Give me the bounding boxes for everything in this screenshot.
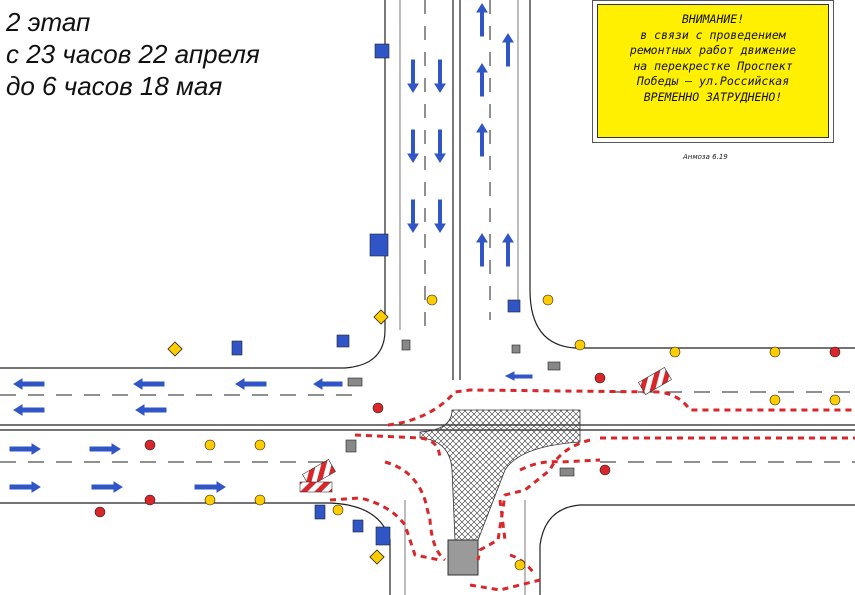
lane-arrow: [506, 39, 510, 67]
road-sign-marker: [574, 339, 586, 351]
road-sign-marker: [254, 439, 266, 451]
notice-line: ремонтных работ движение: [629, 43, 797, 57]
notice-board: ВНИМАНИЕ! в связи с проведением ремонтны…: [597, 4, 829, 138]
road-sign-marker: [669, 346, 681, 358]
road-sign-marker: [594, 372, 606, 384]
lane-arrow: [480, 129, 484, 157]
road-sign-marker: [514, 559, 526, 571]
lane-arrow: [411, 59, 415, 87]
lane-arrow-head: [407, 83, 419, 93]
work-zone-block: [447, 539, 479, 576]
road-sign-marker: [599, 464, 611, 476]
road-sign-marker: [769, 394, 781, 406]
lane-arrow: [480, 9, 484, 37]
stage-title: 2 этап с 23 часов 22 апреля до 6 часов 1…: [6, 6, 260, 102]
notice-line: на перекрестке Проспект: [633, 58, 793, 73]
road-sign-marker: [204, 494, 216, 506]
notice-line: ВРЕМЕННО ЗАТРУДНЕНО!: [643, 89, 783, 104]
lane-arrow: [438, 129, 442, 157]
road-signs: [94, 294, 841, 571]
north-road: [0, 0, 855, 380]
road-sign-marker: [204, 439, 216, 451]
lane-arrows: [9, 3, 533, 493]
lane-arrow-head: [476, 123, 488, 133]
road-sign-marker: [829, 346, 841, 358]
lane-arrow-head: [502, 33, 514, 43]
notice-line: Победы – ул.Российская: [636, 74, 790, 88]
lane-arrow-head: [476, 63, 488, 73]
sheet-label: Анмоза 6.19: [683, 153, 728, 161]
lane-arrow-head: [476, 3, 488, 13]
road-sign-marker: [254, 494, 266, 506]
lane-arrow: [411, 129, 415, 157]
lane-arrow-head: [502, 233, 514, 243]
barrier-lines: [329, 388, 855, 592]
work-zone-hatch: [419, 409, 581, 541]
road-sign-marker: [426, 294, 438, 306]
lane-arrow: [438, 59, 442, 87]
lane-arrow-head: [407, 153, 419, 163]
road-sign-marker: [542, 294, 554, 306]
stage-title-line: с 23 часов 22 апреля: [6, 39, 260, 69]
lane-arrow: [411, 199, 415, 227]
stage-title-line: до 6 часов 18 мая: [6, 71, 223, 101]
road-sign-marker: [769, 346, 781, 358]
road-sign-marker: [144, 439, 156, 451]
road-sign-marker: [372, 402, 384, 414]
lane-arrow: [438, 199, 442, 227]
road-sign-marker: [332, 504, 344, 516]
lane-arrow-head: [434, 83, 446, 93]
notice-frame: [592, 0, 834, 143]
road-sign-marker: [144, 494, 156, 506]
notice-line: ВНИМАНИЕ!: [681, 12, 745, 26]
lane-arrow-head: [476, 233, 488, 243]
lane-arrow-head: [434, 153, 446, 163]
lane-arrow: [480, 69, 484, 97]
road-sign-marker: [829, 394, 841, 406]
stage-title-line: 2 этап: [6, 7, 91, 37]
lane-arrow: [506, 239, 510, 267]
lane-arrow-head: [434, 223, 446, 233]
lane-arrow-head: [407, 223, 419, 233]
notice-line: в связи с проведением: [640, 27, 786, 42]
lane-arrow: [480, 239, 484, 267]
road-sign-marker: [94, 506, 106, 518]
